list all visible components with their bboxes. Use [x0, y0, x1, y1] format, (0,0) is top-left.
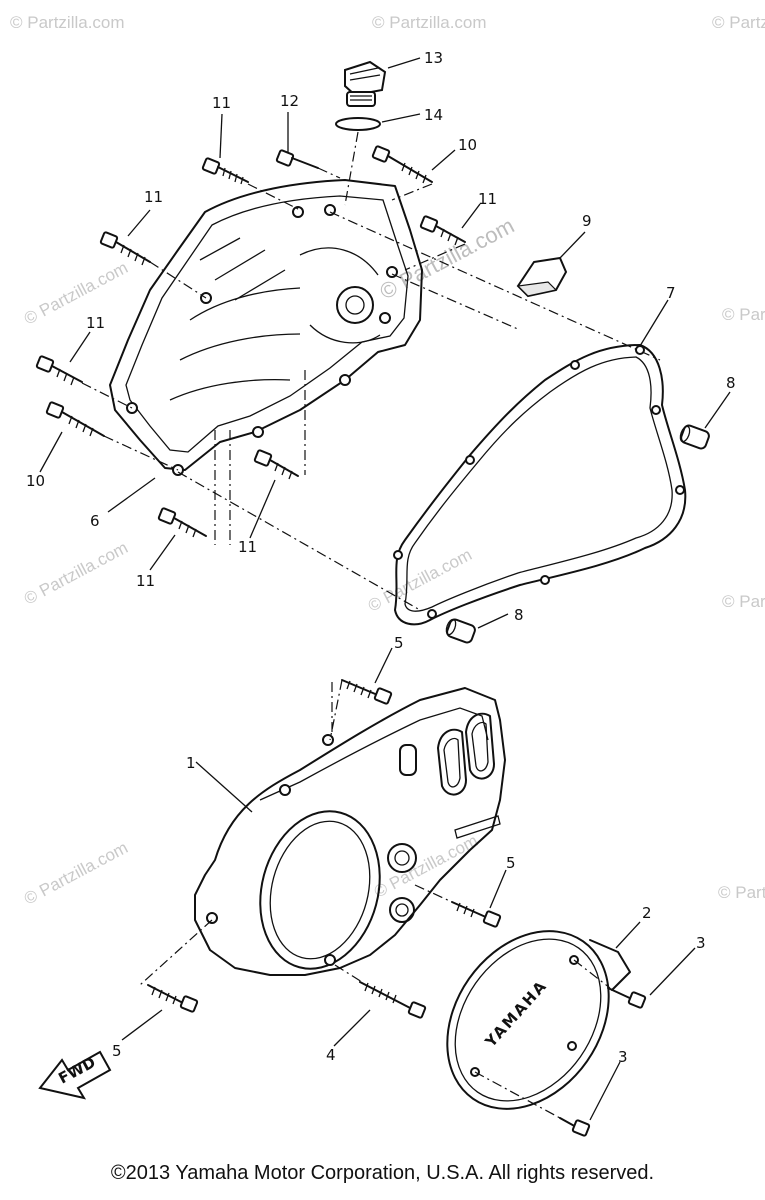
bolt-12	[275, 149, 319, 169]
callout-8: 8	[726, 374, 736, 392]
callout-1: 1	[186, 754, 196, 772]
callout-8: 8	[514, 606, 524, 624]
watermark: © Partzilla.com	[21, 538, 131, 609]
callout-6: 6	[90, 512, 100, 530]
watermark: © Partzilla.com	[712, 13, 765, 32]
oil-filler-plug-13	[344, 60, 387, 107]
callout-14: 14	[424, 106, 443, 124]
watermark: © Partzilla.com	[722, 592, 765, 611]
bolt-11	[201, 157, 249, 185]
watermark: © Partzilla.com	[371, 831, 481, 902]
screw-5	[341, 679, 393, 705]
screw-4	[359, 981, 427, 1019]
callout-11: 11	[212, 94, 231, 112]
bolt-10	[45, 401, 105, 437]
fwd-arrow-icon: FWD	[38, 1050, 112, 1100]
callout-13: 13	[424, 49, 443, 67]
gasket-7	[393, 344, 687, 626]
callout-11: 11	[86, 314, 105, 332]
watermark: © Partzilla.com	[372, 13, 487, 32]
o-ring-14	[335, 117, 381, 131]
generator-cover-2: YAMAHA	[446, 930, 631, 1110]
watermark-layer: © Partzilla.com © Partzilla.com © Partzi…	[10, 13, 765, 909]
watermark: © Partzilla.com	[10, 13, 125, 32]
watermark: © Partzilla.com	[21, 258, 131, 329]
watermark: © Partzilla.com	[376, 213, 519, 305]
callout-5: 5	[112, 1042, 122, 1060]
bolt-11	[253, 449, 299, 480]
callout-9: 9	[582, 212, 592, 230]
screw-3	[559, 1117, 591, 1137]
callout-4: 4	[326, 1046, 336, 1064]
screw-3	[607, 987, 647, 1009]
callout-labels: 13 14 12 11 10 11 9 11 7 11 8 10 6 11 11…	[26, 49, 736, 1066]
bolt-11	[157, 507, 207, 538]
leader-lines	[39, 57, 731, 1121]
screw-5	[451, 901, 502, 928]
alignment-lines-upper	[81, 131, 661, 611]
bolt-10	[371, 145, 433, 184]
watermark: © Partzilla.com	[365, 545, 475, 616]
bolt-11	[99, 231, 151, 266]
callout-7: 7	[666, 284, 676, 302]
watermark: © Partzilla.com	[718, 883, 765, 902]
callout-11: 11	[144, 188, 163, 206]
callout-11: 11	[478, 190, 497, 208]
dowel-pin-8	[445, 618, 476, 644]
screw-5	[147, 984, 199, 1013]
watermark: © Partzilla.com	[722, 305, 765, 324]
watermark: © Partzilla.com	[21, 838, 131, 909]
damper-9	[516, 256, 568, 298]
callout-2: 2	[642, 904, 652, 922]
dowel-pin-8	[679, 424, 710, 450]
bolt-11	[35, 355, 83, 386]
cover-logo-text: YAMAHA	[481, 976, 551, 1051]
callout-11: 11	[238, 538, 257, 556]
callout-5: 5	[394, 634, 404, 652]
callout-12: 12	[280, 92, 299, 110]
callout-5: 5	[506, 854, 516, 872]
copyright-notice: ©2013 Yamaha Motor Corporation, U.S.A. A…	[110, 1162, 655, 1184]
alignment-lines-lower	[139, 679, 611, 1119]
callout-3: 3	[618, 1048, 628, 1066]
crankcase-cover-1	[194, 687, 506, 976]
callout-3: 3	[696, 934, 706, 952]
callout-11: 11	[136, 572, 155, 590]
bolt-11	[419, 215, 466, 246]
callout-10: 10	[458, 136, 477, 154]
callout-10: 10	[26, 472, 45, 490]
crankcase-cover-6	[109, 179, 423, 476]
